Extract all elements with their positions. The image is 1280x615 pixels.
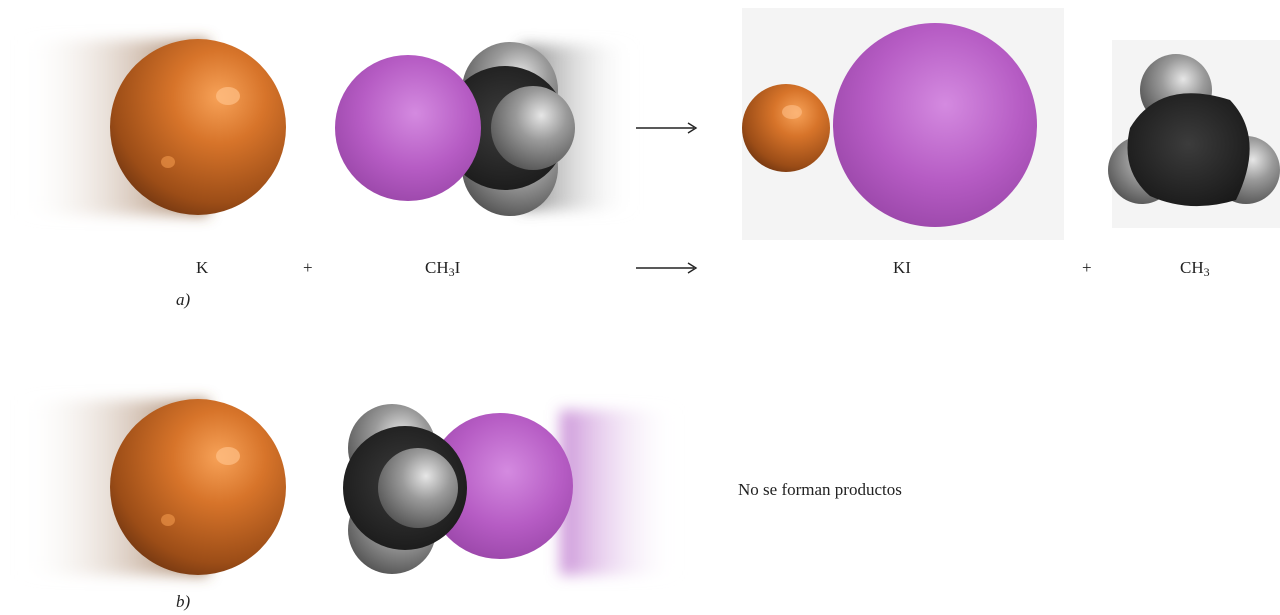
- equation-reaction-arrow: [636, 261, 698, 275]
- plus-sign-reactants: +: [303, 258, 313, 278]
- panel-a-label: a): [176, 290, 190, 310]
- formula-part: CH: [425, 258, 449, 277]
- panel-a-top-arrow: [636, 121, 698, 135]
- panel-a-potassium-atom: [18, 39, 286, 215]
- panel-a-potassium-iodide-product: [742, 8, 1064, 240]
- panel-a-methyl-iodide-molecule: [335, 42, 635, 216]
- no-products-text: No se forman productos: [738, 480, 902, 500]
- product-methyl-radical-label: CH3: [1180, 258, 1210, 278]
- formula-part: I: [455, 258, 461, 277]
- panel-b-methyl-iodide-molecule: [343, 404, 680, 575]
- panel-a-methyl-radical-product: [1108, 40, 1280, 228]
- product-potassium-iodide-label: KI: [893, 258, 911, 278]
- panel-b-label: b): [176, 592, 190, 612]
- formula-subscript: 3: [1204, 265, 1210, 279]
- reactant-potassium-label: K: [196, 258, 208, 278]
- plus-sign-products: +: [1082, 258, 1092, 278]
- reactant-methyl-iodide-label: CH3I: [425, 258, 460, 278]
- panel-b-potassium-atom: [18, 399, 286, 575]
- formula-part: CH: [1180, 258, 1204, 277]
